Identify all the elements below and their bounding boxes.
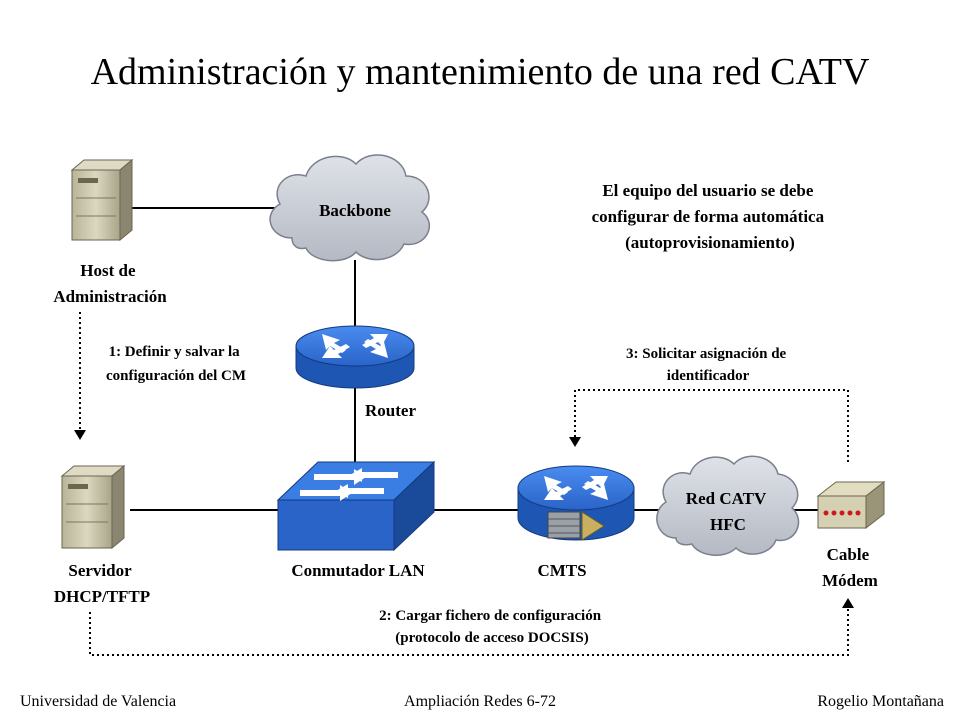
step2-arrowhead-icon [842, 598, 854, 608]
cmts-icon [517, 465, 635, 541]
connection-lines [130, 207, 818, 511]
autoprovisioning-note: El equipo del usuario se debe configurar… [592, 181, 829, 252]
cmts-label: CMTS [537, 561, 586, 580]
switch-label: Conmutador LAN [291, 561, 425, 580]
lan-switch-icon [276, 460, 436, 552]
backbone-label: Backbone [319, 201, 391, 220]
page-title: Administración y mantenimiento de una re… [91, 51, 870, 93]
backbone-cloud-icon [269, 154, 431, 262]
server-label: Servidor DHCP/TFTP [54, 561, 150, 606]
footer-left: Universidad de Valencia [20, 693, 176, 710]
step3-arrow-line [574, 389, 849, 462]
step2-note: 2: Cargar fichero de configuración (prot… [379, 608, 605, 646]
step2-arrow-line [89, 608, 849, 656]
step3-note: 3: Solicitar asignación de identificador [626, 346, 790, 384]
arrow-heads [74, 430, 854, 608]
host-admin-server-icon [70, 158, 134, 242]
step3-arrowhead-icon [569, 437, 581, 447]
step1-arrowhead-icon [74, 430, 86, 440]
footer-right: Rogelio Montañana [817, 693, 944, 710]
router-arrows-icon [322, 334, 388, 358]
catv-label: Red CATV HFC [686, 489, 770, 534]
host-admin-label: Host de Administración [53, 261, 167, 306]
cable-modem-label: Cable Módem [822, 545, 878, 590]
dhcp-tftp-server-icon [60, 464, 126, 550]
switch-arrows-icon [300, 468, 398, 501]
footer-center: Ampliación Redes 6-72 [404, 693, 556, 710]
router-label: Router [365, 401, 416, 420]
cable-modem-icon [816, 480, 886, 530]
router-icon [295, 325, 415, 389]
dotted-arrows [79, 312, 849, 656]
step1-note: 1: Definir y salvar la configuración del… [106, 344, 246, 384]
catv-hfc-cloud-icon [656, 455, 800, 556]
